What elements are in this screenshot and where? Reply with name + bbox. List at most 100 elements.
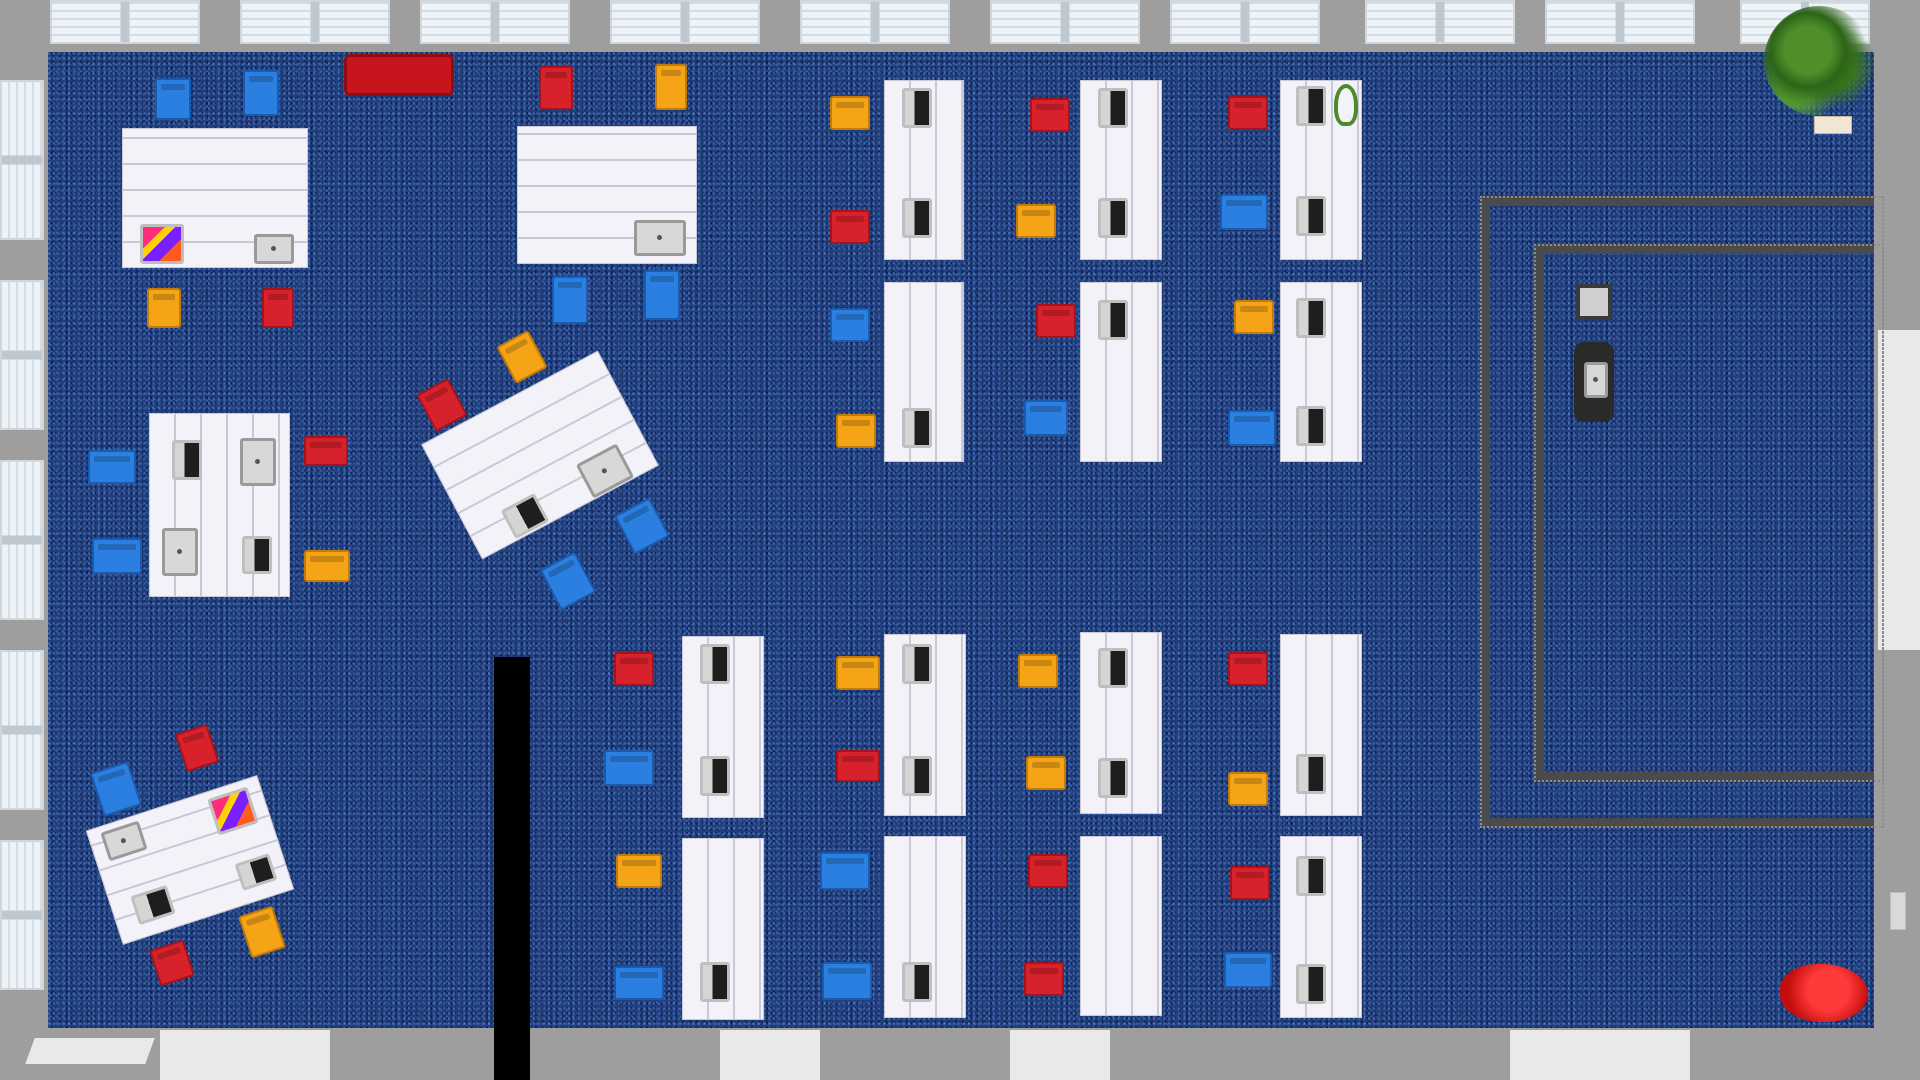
laptop[interactable]	[902, 962, 932, 1002]
laptop[interactable]	[634, 220, 686, 256]
light-switch-icon[interactable]	[1890, 892, 1906, 930]
window	[0, 460, 44, 620]
chair-blue[interactable]	[88, 450, 136, 484]
chair-red[interactable]	[614, 652, 654, 686]
window	[800, 0, 950, 44]
window	[0, 650, 44, 810]
laptop[interactable]	[700, 756, 730, 796]
laptop[interactable]	[140, 224, 184, 264]
window	[1545, 0, 1695, 44]
plant-pot	[1814, 116, 1852, 134]
chair-orange[interactable]	[1026, 756, 1066, 790]
desk[interactable]	[517, 126, 697, 264]
window	[1365, 0, 1515, 44]
desk[interactable]	[1080, 282, 1162, 462]
laptop[interactable]	[700, 962, 730, 1002]
potted-plant-icon	[1764, 6, 1874, 116]
chair-blue[interactable]	[830, 308, 870, 342]
chair-red[interactable]	[1230, 866, 1270, 900]
laptop[interactable]	[700, 644, 730, 684]
window	[240, 0, 390, 44]
window	[610, 0, 760, 44]
chair-blue[interactable]	[552, 276, 588, 324]
window	[50, 0, 200, 44]
chair-red[interactable]	[1028, 854, 1068, 888]
chair-blue[interactable]	[604, 750, 654, 786]
chair-blue[interactable]	[1228, 410, 1276, 446]
laptop[interactable]	[902, 756, 932, 796]
laptop[interactable]	[902, 644, 932, 684]
chair-blue[interactable]	[1024, 400, 1068, 436]
chair-red[interactable]	[304, 436, 348, 466]
chair-orange[interactable]	[616, 854, 662, 888]
laptop[interactable]	[1098, 198, 1128, 238]
window	[0, 80, 44, 240]
chair-blue[interactable]	[92, 538, 142, 574]
doorway[interactable]	[160, 1030, 330, 1080]
chair-red[interactable]	[1024, 962, 1064, 996]
red-beanbag[interactable]	[1780, 964, 1868, 1022]
chair-orange[interactable]	[1016, 204, 1056, 238]
chair-red[interactable]	[830, 210, 870, 244]
red-sofa[interactable]	[344, 54, 454, 96]
laptop[interactable]	[162, 528, 198, 576]
chair-orange[interactable]	[830, 96, 870, 130]
doorway[interactable]	[720, 1030, 820, 1080]
laptop[interactable]	[902, 408, 932, 448]
chair-blue[interactable]	[155, 78, 191, 120]
chair-orange[interactable]	[836, 414, 876, 448]
laptop[interactable]	[902, 88, 932, 128]
window	[0, 840, 44, 990]
chair-red[interactable]	[1228, 652, 1268, 686]
laptop[interactable]	[1098, 88, 1128, 128]
stage-inner-border	[1534, 244, 1884, 782]
chair-blue[interactable]	[1224, 952, 1272, 988]
black-partition-wall	[494, 657, 530, 1080]
laptop[interactable]	[1584, 362, 1608, 398]
laptop[interactable]	[1098, 300, 1128, 340]
chair-red[interactable]	[262, 288, 294, 328]
chair-red[interactable]	[836, 750, 880, 782]
chair-orange[interactable]	[1018, 654, 1058, 688]
laptop[interactable]	[1296, 196, 1326, 236]
window	[420, 0, 570, 44]
chair-orange[interactable]	[1234, 300, 1274, 334]
chair-red[interactable]	[1036, 304, 1076, 338]
side-doorway[interactable]	[1878, 330, 1920, 650]
chair-blue[interactable]	[644, 270, 680, 320]
laptop[interactable]	[902, 198, 932, 238]
window	[0, 280, 44, 430]
chair-red[interactable]	[539, 66, 573, 110]
chair-blue[interactable]	[822, 962, 872, 1000]
chair-orange[interactable]	[655, 64, 687, 110]
laptop[interactable]	[172, 440, 202, 480]
laptop[interactable]	[242, 536, 272, 574]
doorway[interactable]	[1510, 1030, 1690, 1080]
desk[interactable]	[1080, 836, 1162, 1016]
laptop[interactable]	[1296, 754, 1326, 794]
window	[990, 0, 1140, 44]
chair-orange[interactable]	[304, 550, 350, 582]
laptop[interactable]	[240, 438, 276, 486]
laptop[interactable]	[1098, 648, 1128, 688]
doorway[interactable]	[1010, 1030, 1110, 1080]
chair-red[interactable]	[1030, 98, 1070, 132]
window	[1170, 0, 1320, 44]
laptop[interactable]	[254, 234, 294, 264]
chair-blue[interactable]	[243, 70, 279, 116]
laptop[interactable]	[1296, 86, 1326, 126]
chair-red[interactable]	[1228, 96, 1268, 130]
laptop[interactable]	[1296, 964, 1326, 1004]
laptop[interactable]	[1296, 298, 1326, 338]
laptop[interactable]	[1296, 856, 1326, 896]
laptop[interactable]	[1098, 758, 1128, 798]
chair-orange[interactable]	[147, 288, 181, 328]
chair-blue[interactable]	[614, 966, 664, 1000]
chair-orange[interactable]	[1228, 772, 1268, 806]
chair-blue[interactable]	[1220, 194, 1268, 230]
chair-orange[interactable]	[836, 656, 880, 690]
laptop[interactable]	[1296, 406, 1326, 446]
chair-blue[interactable]	[820, 852, 870, 890]
lectern-icon[interactable]	[1576, 284, 1612, 320]
